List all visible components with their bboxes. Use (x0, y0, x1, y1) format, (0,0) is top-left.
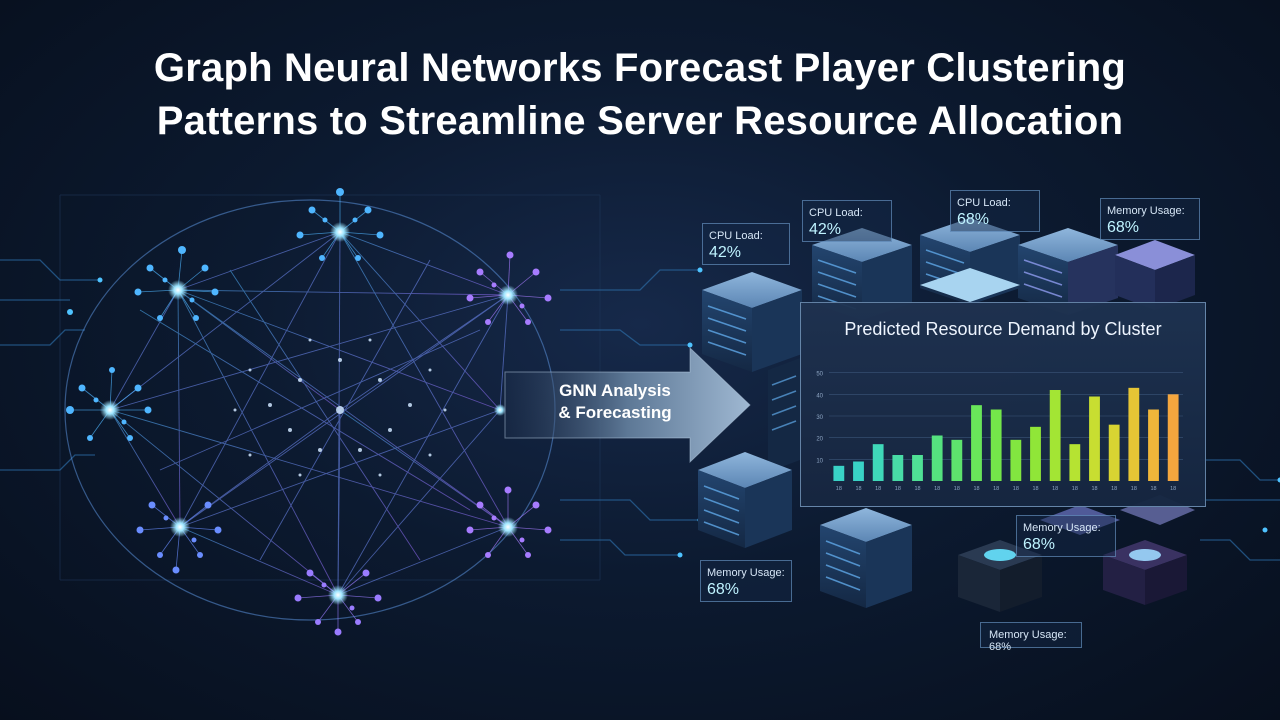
metric-value: 42% (809, 221, 842, 238)
metric-text: Memory Usage: 68% (989, 629, 1067, 653)
memory-usage-label: Memory Usage: 68% (700, 560, 792, 602)
cluster-hubs (66, 188, 552, 636)
metric-name: CPU Load: (709, 230, 763, 242)
metric-name: CPU Load: (809, 207, 863, 219)
title-line-1: Graph Neural Networks Forecast Player Cl… (153, 46, 1127, 90)
page-title: Graph Neural Networks Forecast Player Cl… (0, 42, 1280, 148)
bar (1010, 439, 1022, 481)
x-tick-label: 18 (1032, 486, 1038, 492)
arrow-label-line-1: GNN Analysis (559, 381, 671, 400)
cluster-upper-right (466, 251, 552, 325)
cluster-top (296, 188, 384, 261)
x-tick-label: 18 (1150, 486, 1156, 492)
bar (892, 455, 904, 481)
y-tick-label: 50 (816, 372, 823, 378)
metric-value: 68% (1023, 536, 1056, 553)
bar-chart: 10 20 30 40 50 18 18 18 18 18 18 18 18 18 18 18 18 18 18 18… (816, 372, 1183, 492)
bar (931, 435, 943, 481)
network-edges (109, 231, 509, 596)
cluster-bottom (294, 569, 382, 636)
bar (1128, 387, 1140, 481)
memory-usage-label: Memory Usage: 68% (1100, 198, 1200, 240)
x-tick-label: 18 (954, 486, 960, 492)
memory-usage-inline-label: Memory Usage: 68% (980, 622, 1082, 653)
x-tick-label: 18 (895, 486, 901, 492)
metric-name: Memory Usage: (1023, 522, 1101, 534)
metric-value: 42% (709, 244, 742, 261)
bar (990, 409, 1002, 481)
x-tick-label: 18 (1131, 486, 1137, 492)
metric-value: 68% (957, 211, 990, 228)
x-tick-label: 18 (934, 486, 940, 492)
arrow-label: GNN Analysis & Forecasting (520, 380, 710, 424)
cluster-upper-left (134, 246, 219, 321)
metric-value: 68% (1107, 219, 1140, 236)
arrow-label-line-2: & Forecasting (558, 403, 672, 422)
circuit-traces (0, 259, 1280, 561)
resource-demand-chart-panel: Predicted Resource Demand by Cluster 10 2… (800, 302, 1206, 507)
bar (912, 455, 923, 481)
bar (853, 461, 864, 481)
forecast-arrow (504, 346, 751, 464)
cluster-lower-right (466, 486, 552, 558)
x-tick-label: 18 (993, 486, 999, 492)
x-tick-label: 18 (836, 486, 842, 492)
x-tick-label: 18 (855, 486, 861, 492)
cpu-load-label: CPU Load: 68% (950, 190, 1040, 232)
metric-value: 68% (707, 581, 740, 598)
background-grid (59, 194, 601, 581)
x-tick-label: 18 (1170, 486, 1176, 492)
bar (951, 439, 963, 481)
bar (1108, 424, 1120, 481)
x-tick-label: 18 (875, 486, 881, 492)
bar (1049, 390, 1061, 481)
bar (1069, 444, 1081, 481)
x-tick-label: 18 (1013, 486, 1019, 492)
y-tick-label: 40 (816, 393, 823, 399)
metric-name: Memory Usage: (1107, 205, 1185, 217)
metric-name: Memory Usage: (707, 567, 785, 579)
x-tick-label: 18 (973, 486, 979, 492)
bar (1089, 396, 1100, 481)
chart-title: Predicted Resource Demand by Cluster (844, 319, 1162, 339)
x-tick-label: 18 (1072, 486, 1078, 492)
x-tick-label: 18 (1111, 486, 1117, 492)
cpu-load-label: CPU Load: 42% (702, 223, 790, 265)
title-line-2: Patterns to Streamline Server Resource A… (156, 99, 1124, 143)
bar (971, 405, 982, 481)
cpu-load-label: CPU Load: 42% (802, 200, 892, 242)
bar (872, 444, 884, 481)
cluster-lower-left (136, 501, 222, 574)
bar (1148, 409, 1159, 481)
x-tick-label: 18 (1091, 486, 1097, 492)
inner-nodes (233, 338, 447, 477)
y-tick-label: 10 (816, 458, 823, 464)
x-tick-label: 18 (1052, 486, 1058, 492)
y-tick-label: 30 (816, 415, 823, 421)
bar (833, 465, 845, 481)
cluster-left (66, 367, 152, 441)
bar (1030, 426, 1041, 481)
bar (1167, 394, 1179, 481)
memory-usage-label: Memory Usage: 68% (1016, 515, 1116, 557)
y-tick-label: 20 (816, 437, 823, 443)
x-tick-label: 18 (914, 486, 920, 492)
metric-name: CPU Load: (957, 197, 1011, 209)
